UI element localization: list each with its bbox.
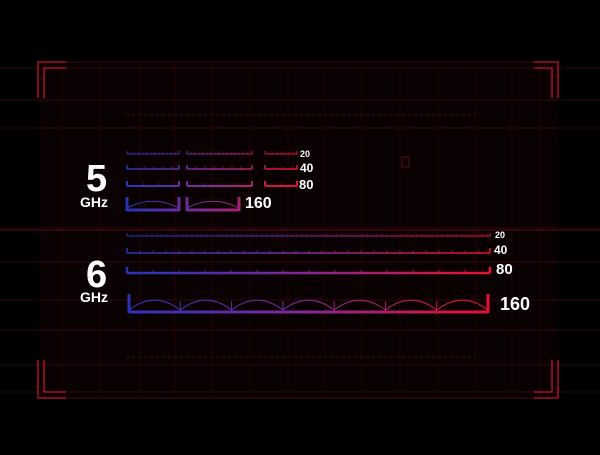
width-label-5ghz-20: 20 xyxy=(300,149,311,159)
5ghz-40-seg-0 xyxy=(126,165,180,170)
5ghz-20-seg-1-ticks xyxy=(190,152,248,154)
5ghz-40-seg-2-ticks xyxy=(273,166,293,169)
band-5ghz-unit: GHz xyxy=(80,194,108,210)
5ghz-160-seg-0-arch-0 xyxy=(126,200,180,209)
frame-corner-br-inner xyxy=(534,360,553,393)
6ghz-80-bar-ticks xyxy=(152,269,466,273)
6ghz-80-bar xyxy=(125,267,492,275)
width-label-6ghz-160: 160 xyxy=(500,294,531,314)
width-label-6ghz-80: 80 xyxy=(496,261,513,278)
width-label-5ghz-40: 40 xyxy=(300,161,314,175)
6ghz-160-bar-arch-2 xyxy=(231,299,284,311)
frame-corner-tl xyxy=(37,61,66,98)
5ghz-40-seg-2 xyxy=(264,165,298,170)
6ghz-40-bar xyxy=(126,248,491,254)
frame-corner-bl xyxy=(37,360,66,399)
frame-corner-tr-inner xyxy=(534,67,553,98)
frame-corner-br xyxy=(534,360,559,399)
frame-corner-bl-inner xyxy=(43,360,66,393)
6ghz-20-bar-ticks xyxy=(131,234,488,236)
5ghz-40-seg-1-ticks xyxy=(195,166,242,169)
6ghz-160-bar-arch-1 xyxy=(179,299,232,311)
5ghz-20-seg-0-ticks xyxy=(130,152,176,154)
5ghz-20-seg-1 xyxy=(186,151,253,155)
6ghz-160-bar-arch-6 xyxy=(436,299,489,311)
5ghz-40-seg-1 xyxy=(186,165,253,170)
6ghz-160-bar-arch-0 xyxy=(128,299,181,311)
5ghz-80-seg-1 xyxy=(186,181,253,187)
6ghz-160-bar-arch-3 xyxy=(282,299,335,311)
width-label-5ghz-80: 80 xyxy=(299,177,314,192)
background-grid xyxy=(0,62,600,398)
5ghz-20-seg-2-ticks xyxy=(268,152,294,154)
width-label-5ghz-160: 160 xyxy=(245,195,272,212)
5ghz-80-seg-0-ticks xyxy=(142,183,160,186)
5ghz-160-seg-0 xyxy=(125,197,181,212)
5ghz-160-seg-1 xyxy=(185,197,241,212)
5ghz-40-seg-0-ticks xyxy=(135,166,173,169)
frame-corner-tl-inner xyxy=(43,67,66,98)
6ghz-20-bar xyxy=(126,233,491,237)
width-label-6ghz-40: 40 xyxy=(494,243,508,257)
5ghz-160-seg-1-arch-0 xyxy=(186,200,240,209)
width-label-6ghz-20: 20 xyxy=(495,230,506,240)
band-6ghz-unit: GHz xyxy=(80,289,108,305)
5ghz-80-seg-1-ticks xyxy=(202,183,236,186)
5ghz-20-seg-0 xyxy=(126,151,180,155)
5ghz-80-seg-0 xyxy=(126,181,180,187)
band-5ghz-number: 5 xyxy=(86,158,108,200)
hud-frame xyxy=(37,61,559,399)
6ghz-40-bar-ticks xyxy=(139,250,479,253)
frame-corner-tr xyxy=(534,61,559,98)
6ghz-160-bar-arch-4 xyxy=(333,299,386,311)
small-marker xyxy=(401,156,410,168)
6ghz-160-bar xyxy=(127,294,490,314)
5ghz-20-seg-2 xyxy=(264,151,298,155)
5ghz-80-seg-2 xyxy=(264,181,298,187)
6ghz-160-bar-arch-5 xyxy=(385,299,438,311)
band-6ghz-number: 6 xyxy=(86,254,108,296)
channel-bars xyxy=(125,151,492,314)
